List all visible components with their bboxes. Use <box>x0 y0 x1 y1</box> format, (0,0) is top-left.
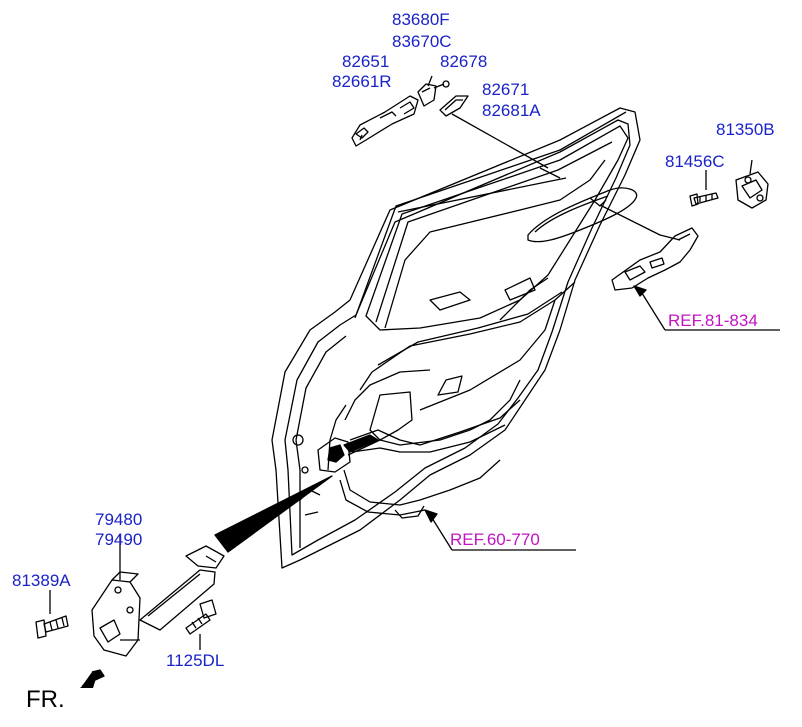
bolt-1125dl <box>185 599 217 650</box>
label-79490: 79490 <box>95 530 143 549</box>
label-82671: 82671 <box>482 80 530 99</box>
callout-wedge <box>214 475 333 553</box>
door-latch <box>292 429 471 516</box>
label-82651: 82651 <box>342 52 390 71</box>
inner-panel <box>339 277 576 519</box>
outside-handle <box>351 95 419 147</box>
striker-81350b <box>735 159 769 209</box>
screw-82678 <box>433 80 450 89</box>
handle-bracket <box>611 227 780 331</box>
ref-label-60-770[interactable]: REF.60-770 <box>450 530 540 549</box>
inside-handle-recess <box>527 187 681 243</box>
door-checker <box>91 534 225 657</box>
label-83680f: 83680F <box>392 10 450 29</box>
label-1125dl: 1125DL <box>166 651 225 670</box>
label-81389a: 81389A <box>12 571 71 590</box>
gasket <box>439 95 549 169</box>
label-81350b: 81350B <box>716 120 775 139</box>
window-frame <box>354 111 629 331</box>
bolt-81456c <box>689 170 719 207</box>
door-frame <box>271 107 641 569</box>
bolt-81389a <box>35 590 69 639</box>
handle-cap <box>417 75 437 107</box>
label-82681a: 82681A <box>482 101 541 120</box>
label-83670c: 83670C <box>392 32 452 51</box>
label-81456c: 81456C <box>665 152 725 171</box>
ref-60-770-leader <box>424 509 576 551</box>
label-82678: 82678 <box>440 52 488 71</box>
front-arrow-icon <box>80 669 105 688</box>
label-79480: 79480 <box>95 510 143 529</box>
ref-label-81-834[interactable]: REF.81-834 <box>668 311 758 330</box>
label-82661r: 82661R <box>332 72 392 91</box>
front-direction-label: FR. <box>26 686 65 713</box>
